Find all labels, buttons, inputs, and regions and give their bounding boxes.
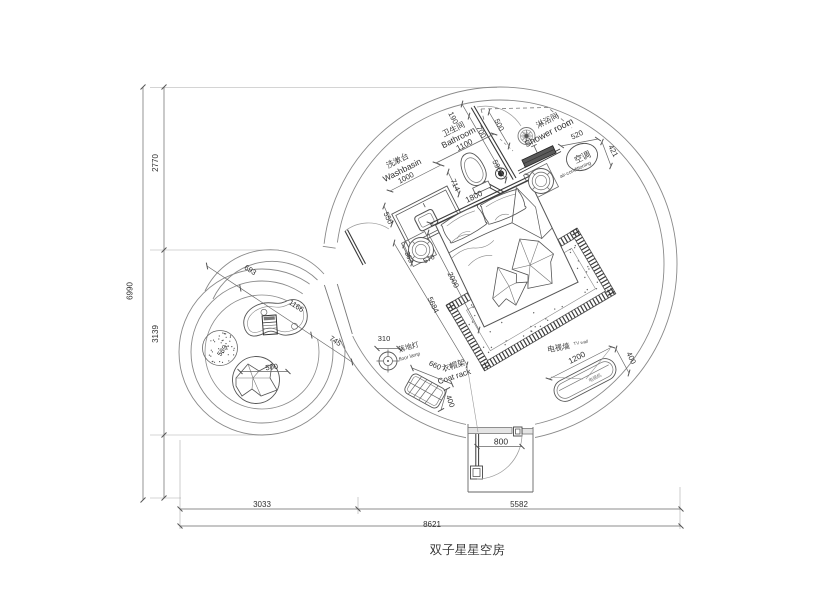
svg-text:floor lamp: floor lamp — [398, 351, 421, 363]
svg-text:2770: 2770 — [151, 154, 160, 172]
svg-text:3139: 3139 — [151, 325, 160, 343]
svg-text:400: 400 — [444, 394, 457, 409]
svg-text:500: 500 — [265, 362, 279, 373]
svg-text:8621: 8621 — [423, 520, 441, 529]
svg-text:3033: 3033 — [253, 500, 271, 509]
svg-text:363: 363 — [403, 251, 414, 265]
svg-text:310: 310 — [378, 334, 391, 343]
svg-text:5582: 5582 — [510, 500, 528, 509]
svg-text:800: 800 — [494, 437, 508, 447]
svg-text:570: 570 — [423, 254, 437, 266]
svg-text:TV wall: TV wall — [573, 339, 588, 346]
svg-text:6990: 6990 — [126, 282, 135, 300]
